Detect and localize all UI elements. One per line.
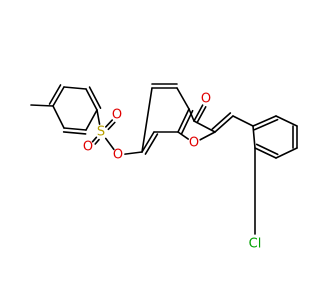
bond-s-o-top-a — [104, 119, 114, 128]
bond-benzo-ring-1-a — [141, 131, 155, 153]
bond-carbonyl-a — [193, 104, 204, 122]
bond-tosyl-ring-6 — [52, 105, 65, 129]
bond-furanone-1 — [188, 108, 195, 122]
bond-sulfur-to-ester-oxygen — [104, 137, 115, 151]
bond-benzo-ring-4 — [176, 87, 190, 110]
chlorine-atom-label: Cl — [249, 237, 262, 252]
bond-tosyl-ring-4 — [85, 109, 98, 131]
bond-benzo-ring-3-a — [177, 108, 190, 133]
bond-chlorophenyl-ring-5-a — [254, 147, 277, 159]
bond-tosyl-ring-2 — [63, 86, 87, 90]
ester-oxygen-label: O — [113, 148, 123, 163]
bond-ester-oxygen-to-ring — [124, 151, 143, 155]
bond-chlorophenyl-ring-1-a — [252, 115, 277, 127]
bond-tosyl-ring-1-b — [48, 84, 62, 105]
sulfonyl-oxygen-bottom-label: O — [83, 140, 93, 155]
bond-tosyl-ring-5-a — [63, 127, 87, 131]
carbonyl-oxygen-label: O — [201, 92, 211, 107]
bond-s-o-top-b — [107, 121, 116, 131]
bond-exocyclic-double-a — [214, 115, 234, 133]
sulfonyl-oxygen-top-label: O — [112, 108, 122, 123]
bond-chlorophenyl-ring-2 — [275, 115, 298, 127]
bond-s-o-bottom-b — [94, 138, 100, 145]
bond-tosyl-ring-1-a — [52, 86, 65, 107]
bond-s-o-bottom-a — [91, 136, 98, 143]
bond-methine-to-ring — [232, 115, 254, 127]
bond-benzo-ring-6 — [141, 87, 153, 153]
bond-benzo-ring-1-b — [144, 133, 159, 155]
bond-carbonyl-b — [196, 106, 207, 124]
structure-canvas: S O O O O O Cl — [30, 83, 298, 252]
molecule-diagram: S O O O O O Cl — [30, 83, 298, 252]
bond-layer — [30, 83, 298, 235]
bond-tosyl-ring-3-b — [88, 86, 102, 109]
bond-chlorophenyl-ring-6 — [252, 125, 256, 149]
bond-tosyl-ring-3-a — [85, 88, 98, 111]
sulfur-atom-label: S — [97, 125, 105, 140]
bond-methyl-to-ring — [30, 104, 54, 107]
bond-ring-to-sulfur — [96, 109, 101, 125]
bond-furanone-3 — [199, 131, 216, 141]
bond-chlorophenyl-ring-1-b — [253, 118, 279, 131]
bond-tosyl-ring-5-b — [62, 131, 87, 135]
bond-chlorophenyl-ring-5-b — [255, 143, 279, 156]
bond-exocyclic-double-b — [211, 112, 232, 130]
furan-oxygen-label: O — [189, 136, 199, 151]
bond-chlorophenyl-ring-4 — [275, 147, 298, 159]
bond-furanone-4 — [177, 131, 190, 140]
